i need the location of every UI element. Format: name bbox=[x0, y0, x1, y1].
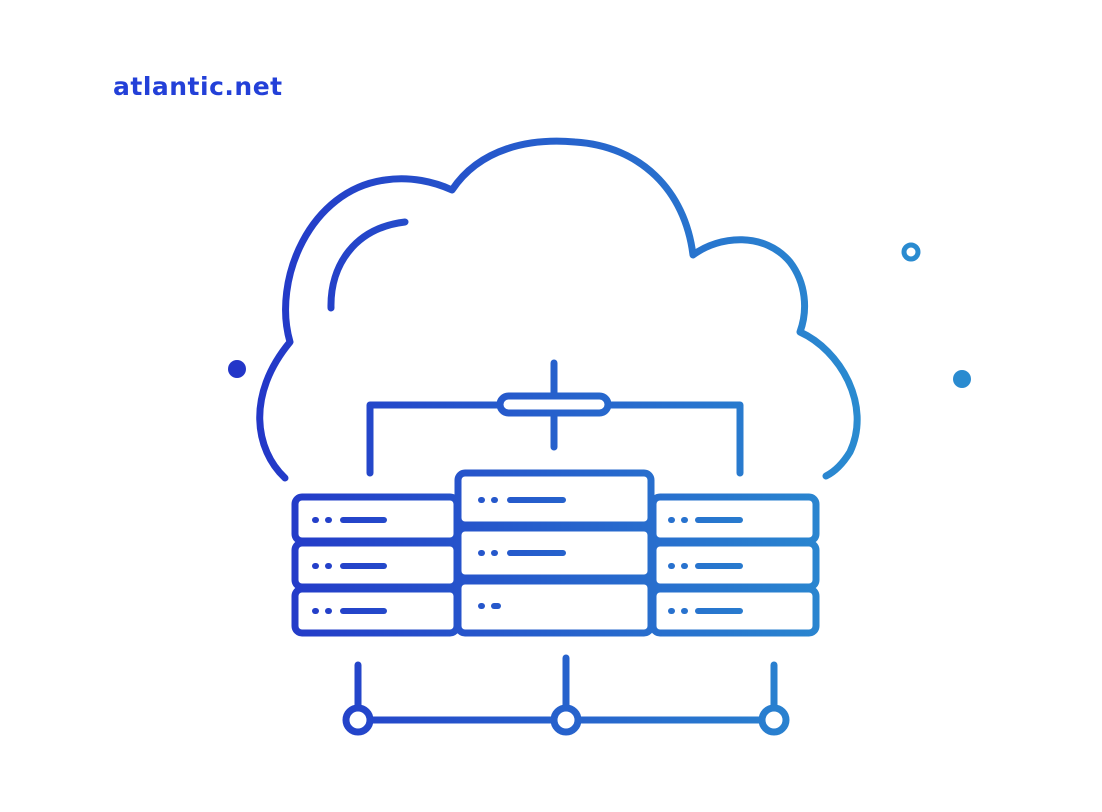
connector-left-arm bbox=[366, 401, 504, 477]
network-bus bbox=[342, 654, 790, 736]
cloud-outline bbox=[256, 137, 861, 482]
brand-logo-text: atlantic.net bbox=[113, 72, 283, 101]
server-indicators bbox=[312, 497, 743, 614]
brand-logo: atlantic.net bbox=[113, 74, 283, 99]
connector-right-arm bbox=[604, 401, 744, 477]
decorative-dot-right bbox=[953, 370, 971, 388]
connector-capsule bbox=[496, 392, 612, 417]
cloud-inner-arc bbox=[327, 218, 409, 312]
decorative-ring bbox=[901, 242, 921, 262]
decorative-dot-left bbox=[228, 360, 246, 378]
server-rack-center bbox=[454, 469, 655, 637]
